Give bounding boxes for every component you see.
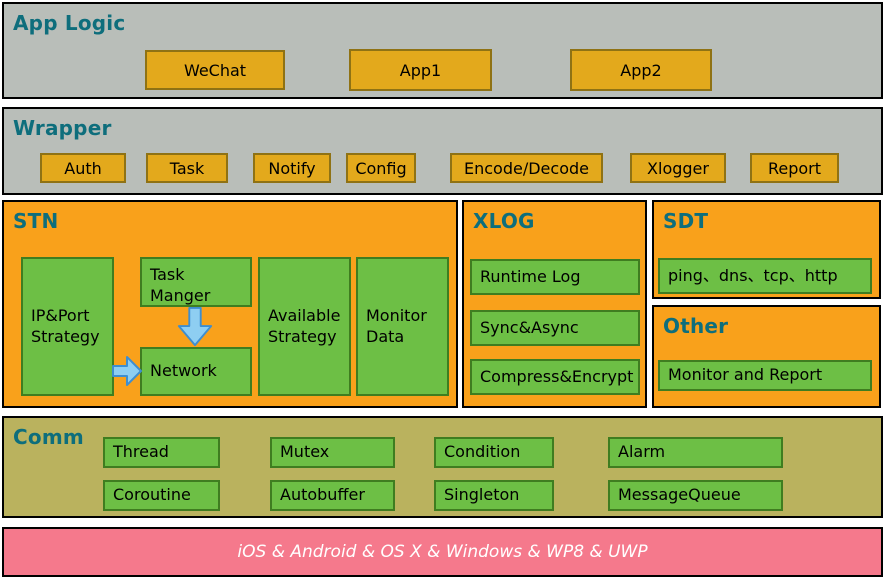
monitor-and-report-box: Monitor and Report [658,360,872,391]
app1-box: App1 [349,49,492,91]
runtime-log-box: Runtime Log [470,259,640,295]
messagequeue-box: MessageQueue [608,480,783,511]
app2-box: App2 [570,49,712,91]
config-box: Config [346,153,416,183]
available-strategy-box: Available Strategy [258,257,351,396]
compress-encrypt-box: Compress&Encrypt [470,359,640,395]
sync-async-box: Sync&Async [470,310,640,346]
monitor-data-box: Monitor Data [356,257,449,396]
other-panel: Other Monitor and Report [652,305,881,408]
platform-bar: iOS & Android & OS X & Windows & WP8 & U… [2,527,883,577]
sdt-title: SDT [663,209,709,233]
xlog-title: XLOG [473,209,535,233]
xlog-panel: XLOG Runtime Log Sync&Async Compress&Enc… [462,200,647,408]
app-logic-panel: App Logic WeChat App1 App2 [2,2,883,99]
condition-box: Condition [434,437,554,468]
wechat-box: WeChat [145,50,285,90]
ip-port-strategy-box: IP&Port Strategy [21,257,114,396]
network-box: Network [140,347,252,396]
platform-label: iOS & Android & OS X & Windows & WP8 & U… [237,542,648,562]
mutex-box: Mutex [270,437,395,468]
report-box: Report [750,153,839,183]
comm-title: Comm [13,425,84,449]
task-manger-box: Task Manger [140,257,252,307]
app-logic-title: App Logic [13,11,126,35]
wrapper-panel: Wrapper Auth Task Notify Config Encode/D… [2,107,883,195]
encode-decode-box: Encode/Decode [450,153,603,183]
wrapper-title: Wrapper [13,116,112,140]
task-box: Task [146,153,228,183]
singleton-box: Singleton [434,480,554,511]
thread-box: Thread [103,437,220,468]
other-title: Other [663,314,729,338]
alarm-box: Alarm [608,437,783,468]
ping-dns-tcp-http-box: ping、dns、tcp、http [658,258,872,294]
stn-panel: STN IP&Port Strategy Task Manger Network… [2,200,458,408]
comm-panel: Comm Thread Mutex Condition Alarm Corout… [2,416,883,518]
arrow-down-icon [177,307,213,347]
autobuffer-box: Autobuffer [270,480,395,511]
sdt-panel: SDT ping、dns、tcp、http [652,200,881,299]
coroutine-box: Coroutine [103,480,220,511]
stn-title: STN [13,209,59,233]
arrow-right-icon [112,356,142,386]
auth-box: Auth [40,153,126,183]
notify-box: Notify [253,153,331,183]
xlogger-box: Xlogger [630,153,726,183]
